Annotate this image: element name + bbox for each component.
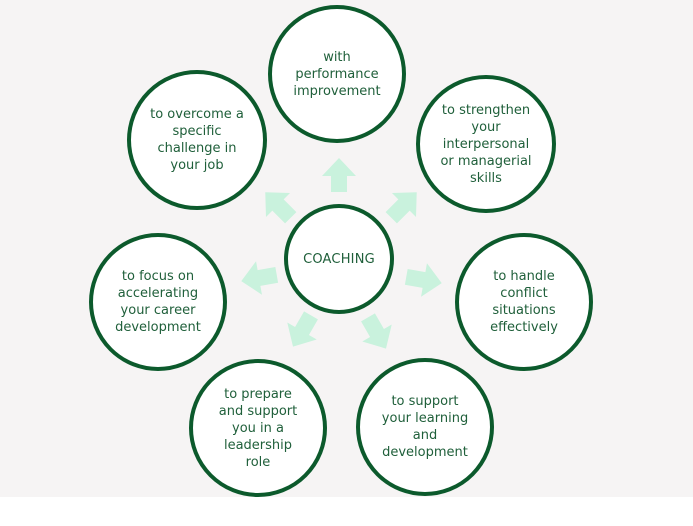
node-right: to handle conflict situations effectivel…	[455, 233, 593, 371]
arrow-left-icon	[241, 261, 279, 295]
arrow-lower-right-icon	[361, 313, 392, 349]
node-left: to focus on accelerating your career dev…	[89, 233, 227, 371]
node-lower-right: to support your learning and development	[356, 358, 494, 496]
arrow-upper-right-icon	[385, 192, 417, 224]
node-lower-left: to prepare and support you in a leadersh…	[189, 359, 327, 497]
node-lower-left-label: to prepare and support you in a leadersh…	[218, 386, 298, 470]
node-right-label: to handle conflict situations effectivel…	[490, 269, 558, 335]
node-lower-right-label: to support your learning and development	[381, 394, 469, 460]
arrow-upper-left-icon	[265, 192, 297, 224]
node-top: with performance improvement	[268, 5, 406, 143]
arrow-lower-left-icon	[287, 311, 318, 347]
arrow-up-icon	[322, 158, 356, 192]
node-left-label: to focus on accelerating your career dev…	[115, 269, 201, 335]
bottom-strip	[0, 497, 693, 526]
node-upper-right-label: to strengthen your interpersonal or mana…	[440, 102, 532, 186]
center-label: COACHING	[303, 251, 375, 267]
node-upper-left-label: to overcome a specific challenge in your…	[150, 107, 244, 173]
node-upper-right: to strengthen your interpersonal or mana…	[416, 75, 556, 213]
center-node-coaching: COACHING	[284, 204, 394, 314]
node-upper-left: to overcome a specific challenge in your…	[127, 70, 267, 210]
node-top-label: with performance improvement	[293, 49, 381, 99]
arrow-right-icon	[404, 263, 442, 297]
